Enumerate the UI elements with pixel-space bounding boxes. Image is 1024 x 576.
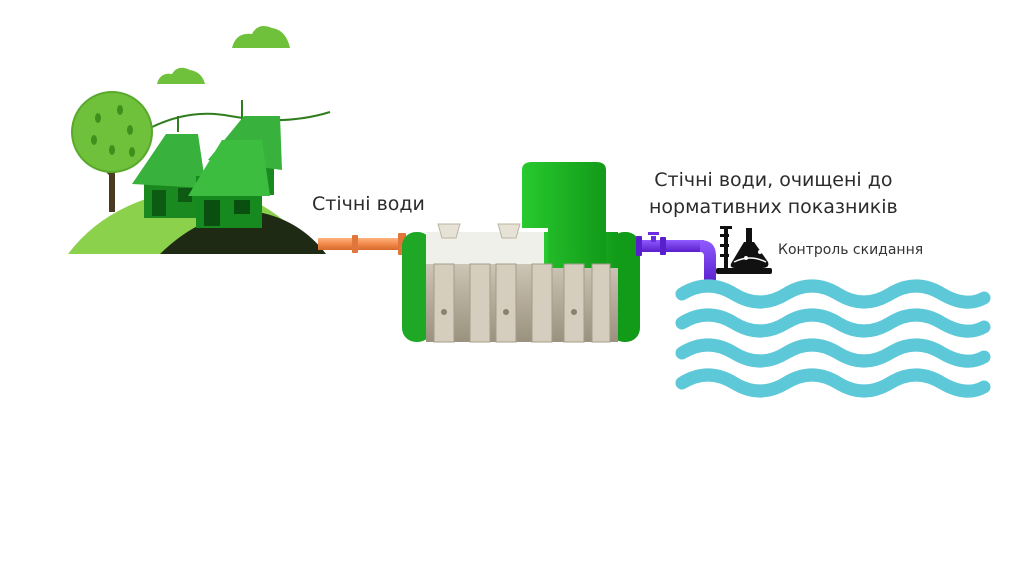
inflow-pipe xyxy=(318,233,406,255)
utility-wire xyxy=(149,111,331,129)
outflow-label-line1: Стічні води, очищені до xyxy=(654,169,893,191)
outflow-label: Стічні води, очищені до нормативних пока… xyxy=(649,167,898,221)
hill-dark xyxy=(160,211,326,254)
cloud-icon xyxy=(232,26,290,48)
outflow-pipe xyxy=(636,236,718,288)
water-waves xyxy=(675,279,991,398)
cloud-icon xyxy=(157,67,205,84)
inflow-label: Стічні води xyxy=(312,193,425,215)
microscope-icon xyxy=(716,226,772,274)
flask-icon xyxy=(730,228,769,268)
valve-icon xyxy=(648,232,659,242)
discharge-control-label: Контроль скидання xyxy=(778,242,924,258)
outflow-label-line2: нормативних показників xyxy=(649,196,898,218)
house-icon xyxy=(188,140,270,228)
septic-tank xyxy=(402,162,640,343)
tree-icon xyxy=(71,91,153,212)
